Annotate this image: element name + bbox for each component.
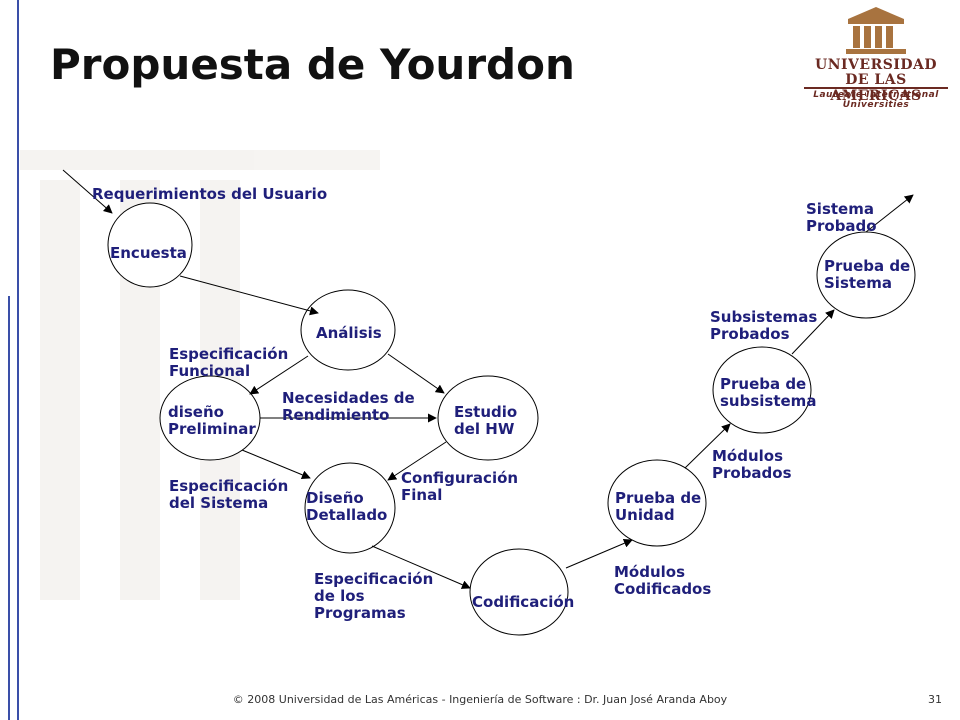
logo-line-1: UNIVERSIDAD <box>814 57 938 73</box>
arrow-encuesta-analisis <box>179 275 319 316</box>
arrow-modulos-probados <box>684 423 731 469</box>
node-codificacion <box>469 548 569 636</box>
flow-modulos-probados: Módulos Probados <box>712 447 792 482</box>
arrow-especificacion-sistema <box>241 449 311 480</box>
left-rule-secondary <box>8 296 10 720</box>
arrow-configuracion-final <box>387 441 447 481</box>
arrow-analisis-estudio <box>387 353 445 394</box>
flow-especificacion-programas: Especificación de los Programas <box>314 570 434 622</box>
node-estudio-hw <box>437 375 539 461</box>
building-icon <box>846 7 906 54</box>
slide-title: Propuesta de Yourdon <box>50 40 575 89</box>
node-prueba-subsistema <box>712 346 812 434</box>
flow-necesidades-rendimiento: Necesidades de Rendimiento <box>282 389 415 424</box>
label-prueba-unidad: Prueba de Unidad <box>615 489 702 524</box>
university-logo: UNIVERSIDAD DE LAS AMERICAS Laureate Int… <box>800 5 952 110</box>
flow-subsistemas-probados: Subsistemas Probados <box>710 308 818 343</box>
flow-sistema-probado: Sistema Probado <box>806 200 877 235</box>
flow-especificacion-sistema: Especificación del Sistema <box>169 477 289 512</box>
flow-modulos-codificados: Módulos Codificados <box>614 563 712 598</box>
flow-requerimientos: Requerimientos del Usuario <box>92 185 328 203</box>
logo-line-3: Laureate International Universities <box>813 90 939 110</box>
label-estudio-hw: Estudio del HW <box>454 403 518 438</box>
left-rule <box>17 0 19 720</box>
arrow-requerimientos <box>62 169 113 214</box>
node-diseno-detallado <box>304 462 396 554</box>
logo-line-2: DE LAS AMERICAS <box>830 72 922 104</box>
arrow-subsistemas-probados <box>791 309 835 355</box>
logo-divider <box>804 87 948 89</box>
label-prueba-sistema: Prueba de Sistema <box>824 257 911 292</box>
node-analisis <box>300 289 396 371</box>
label-diseno-detallado: Diseño Detallado <box>306 489 388 524</box>
label-prueba-subsistema: Prueba de subsistema <box>720 375 817 410</box>
label-codificacion: Codificación <box>472 593 575 611</box>
flow-especificacion-funcional: Especificación Funcional <box>169 345 289 380</box>
arrow-especificacion-funcional <box>249 355 309 395</box>
arrow-especificacion-programas <box>371 545 471 589</box>
node-encuesta <box>107 202 193 288</box>
page-number: 31 <box>928 693 942 706</box>
arrow-sistema-probado <box>865 194 914 233</box>
label-encuesta: Encuesta <box>110 244 187 262</box>
label-diseno-preliminar: diseño Preliminar <box>168 403 256 438</box>
flow-configuracion-final: Configuración Final <box>401 469 519 504</box>
arrow-modulos-codificados <box>565 539 633 569</box>
label-analisis: Análisis <box>316 324 382 342</box>
node-prueba-unidad <box>607 459 707 547</box>
footer-text: © 2008 Universidad de Las Américas - Ing… <box>232 693 728 706</box>
